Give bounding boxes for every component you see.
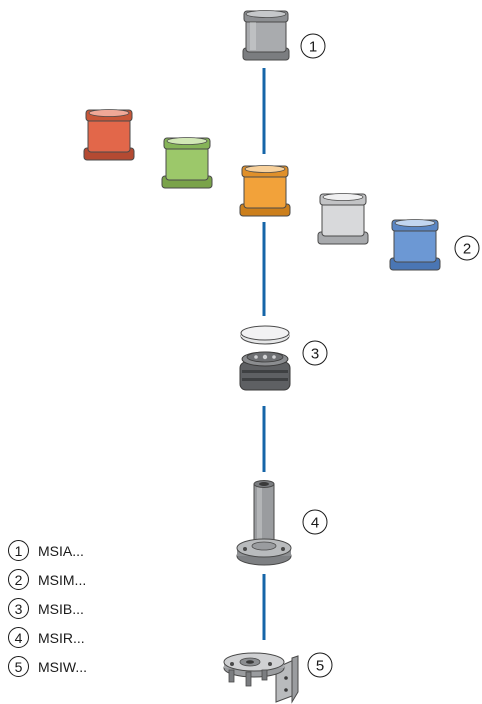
legend-number: 2	[8, 569, 29, 590]
legend-label: MSIB...	[38, 600, 84, 617]
callout-4-number: 4	[311, 515, 319, 532]
callout-2-number: 2	[463, 241, 471, 258]
blue-sleeve	[389, 219, 441, 271]
callout-3: 3	[302, 340, 328, 366]
part-4-flange-tube	[236, 480, 292, 566]
legend-number: 5	[8, 656, 29, 677]
legend-item-5: 5 MSIW...	[8, 652, 168, 681]
legend-number: 1	[8, 540, 29, 561]
legend-item-3: 3 MSIB...	[8, 594, 168, 623]
callout-5: 5	[307, 652, 333, 678]
legend-label: MSIW...	[38, 658, 87, 675]
legend-item-1: 1 MSIA...	[8, 536, 168, 565]
part-5-wall-bracket	[223, 652, 299, 704]
callout-1: 1	[300, 33, 326, 59]
part-2-orange-sleeve	[239, 165, 291, 217]
legend-label: MSIM...	[38, 571, 87, 588]
red-sleeve	[83, 109, 135, 161]
legend-number: 3	[8, 598, 29, 619]
legend-label: MSIA...	[38, 542, 84, 559]
callout-1-number: 1	[309, 39, 317, 56]
callout-4: 4	[302, 509, 328, 535]
callout-3-number: 3	[311, 346, 319, 363]
legend-number: 4	[8, 627, 29, 648]
callout-2: 2	[454, 235, 480, 261]
green-sleeve	[161, 137, 213, 189]
light-grey-sleeve	[317, 193, 369, 245]
legend-label: MSIR...	[38, 629, 85, 646]
part-3-base-with-cap	[239, 325, 291, 391]
callout-5-number: 5	[316, 658, 324, 675]
legend-item-2: 2 MSIM...	[8, 565, 168, 594]
legend-item-4: 4 MSIR...	[8, 623, 168, 652]
part-1-grey-sleeve	[242, 10, 290, 61]
parts-legend: 1 MSIA... 2 MSIM... 3 MSIB... 4 MSIR... …	[8, 536, 168, 681]
